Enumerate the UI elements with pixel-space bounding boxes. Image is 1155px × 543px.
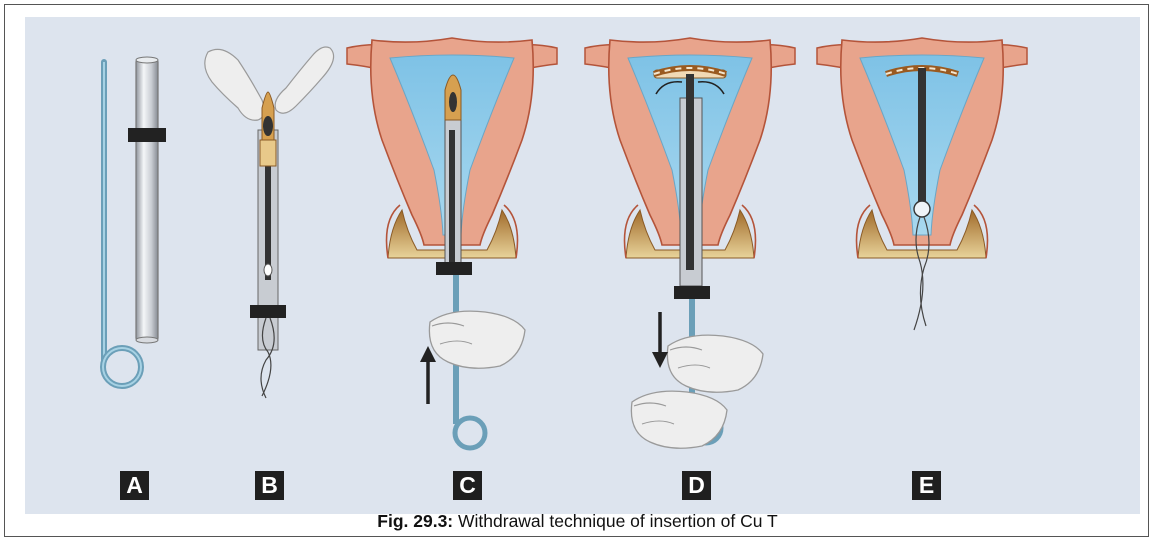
left-fingers [205,49,264,120]
depth-flange [436,262,472,275]
panel-a-drawing [103,57,166,386]
depth-flange [674,286,710,299]
panel-label-e: E [912,471,941,500]
insertion-tube [136,60,158,340]
depth-flange [250,305,286,318]
panel-d-drawing [585,38,795,448]
caption-text: Withdrawal technique of insertion of Cu … [453,511,778,531]
panel-b-drawing [205,47,334,398]
depth-flange [128,128,166,142]
panel-c-drawing [347,38,557,448]
iud-bulb [264,264,272,276]
panel-label-d: D [682,471,711,500]
panel-label-a: A [120,471,149,500]
figure-caption: Fig. 29.3: Withdrawal technique of inser… [0,511,1155,532]
iud-bulb [914,201,930,217]
panel-label-b: B [255,471,284,500]
panel-e-drawing [817,38,1027,330]
figure-number: Fig. 29.3: [377,511,453,531]
right-fingers [275,47,333,113]
iud-stem [918,68,926,202]
panel-label-c: C [453,471,482,500]
